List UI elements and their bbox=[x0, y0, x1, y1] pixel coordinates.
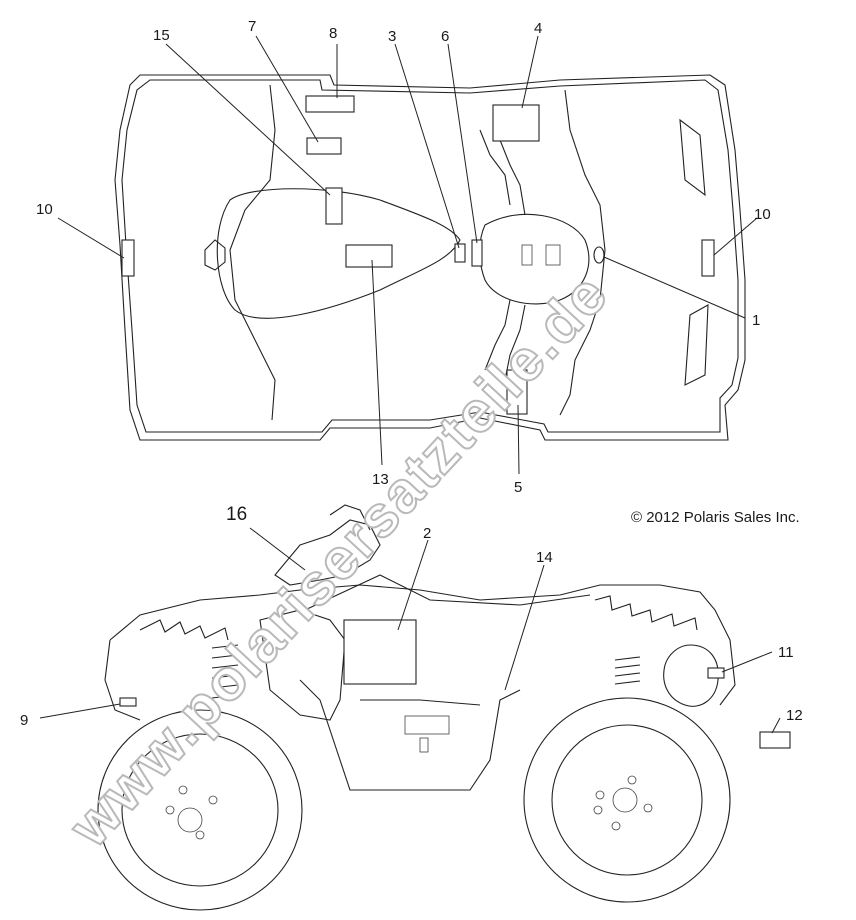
callout-13: 13 bbox=[372, 471, 389, 488]
callout-numbers: 1 2 3 4 5 6 7 8 9 10 10 11 12 13 14 15 1… bbox=[20, 18, 803, 729]
decal-13 bbox=[345, 244, 393, 268]
side-view-leaders bbox=[39, 527, 781, 734]
callout-10-front: 10 bbox=[754, 206, 771, 223]
callout-8: 8 bbox=[329, 25, 337, 42]
decal-12 bbox=[759, 731, 791, 749]
callout-10-rear: 10 bbox=[36, 201, 53, 218]
decal-10-front bbox=[701, 239, 715, 277]
top-view-leaders bbox=[57, 35, 758, 475]
decal-3 bbox=[454, 243, 466, 263]
decal-15 bbox=[325, 187, 343, 225]
callout-15: 15 bbox=[153, 27, 170, 44]
copyright-text: © 2012 Polaris Sales Inc. bbox=[631, 509, 800, 526]
atv-side-view bbox=[97, 504, 791, 911]
decal-11 bbox=[707, 667, 725, 679]
callout-16: 16 bbox=[226, 504, 247, 525]
callout-7: 7 bbox=[248, 18, 256, 35]
decal-8 bbox=[305, 95, 355, 113]
decal-7 bbox=[306, 137, 342, 155]
decal-2 bbox=[343, 619, 417, 685]
callout-2: 2 bbox=[423, 525, 431, 542]
decal-4 bbox=[492, 104, 540, 142]
decal-1 bbox=[593, 246, 605, 264]
decal-6 bbox=[471, 239, 483, 267]
callout-3: 3 bbox=[388, 28, 396, 45]
callout-5: 5 bbox=[514, 479, 522, 496]
callout-11: 11 bbox=[778, 644, 794, 661]
decal-5 bbox=[506, 369, 528, 415]
callout-4: 4 bbox=[534, 20, 542, 37]
atv-top-view bbox=[114, 74, 746, 441]
callout-1: 1 bbox=[752, 312, 760, 329]
callout-14: 14 bbox=[536, 549, 553, 566]
callout-6: 6 bbox=[441, 28, 449, 45]
decal-9 bbox=[119, 697, 137, 707]
callout-9: 9 bbox=[20, 712, 28, 729]
callout-12: 12 bbox=[786, 707, 803, 724]
decal-10-rear bbox=[121, 239, 135, 277]
